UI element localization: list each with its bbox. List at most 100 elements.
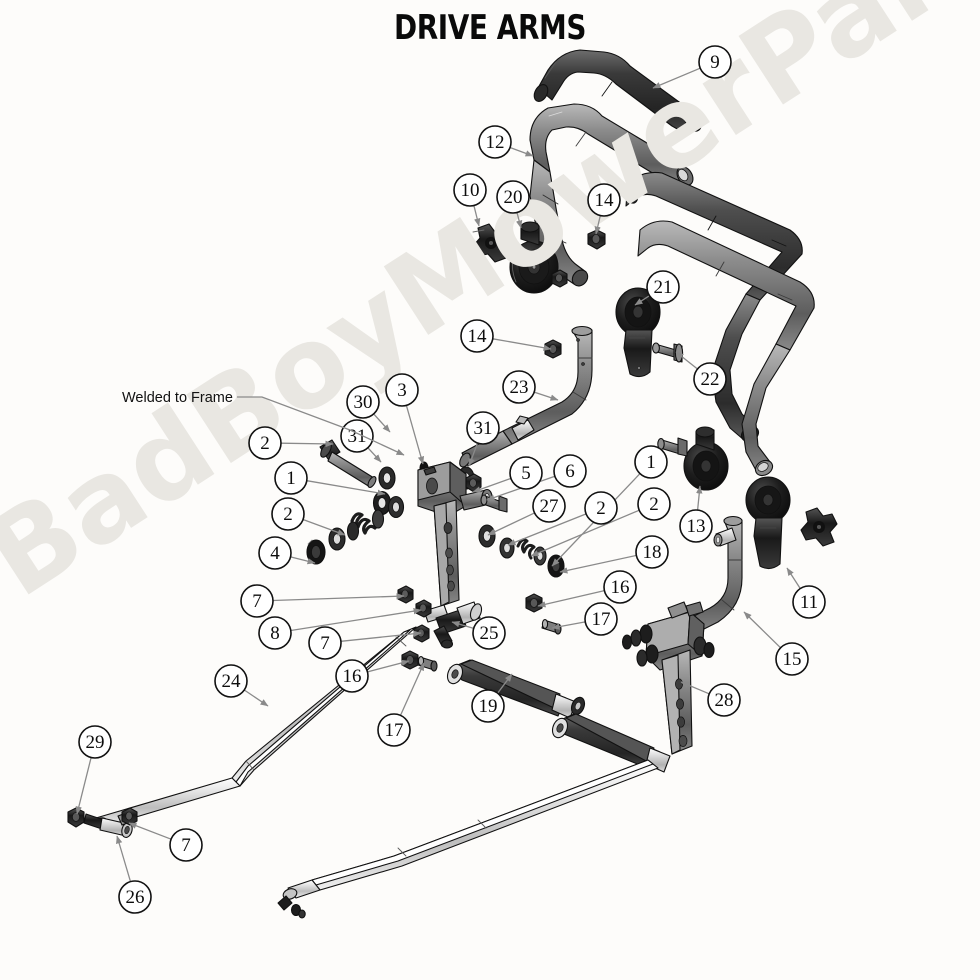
callout-number: 2 bbox=[283, 504, 293, 525]
callout-bubble-27[interactable]: 27 bbox=[532, 489, 566, 523]
callout-bubble-2[interactable]: 2 bbox=[271, 497, 305, 531]
welded-to-frame-leader bbox=[237, 396, 405, 456]
callout-number: 22 bbox=[701, 369, 720, 390]
callout-bubble-16[interactable]: 16 bbox=[603, 570, 637, 604]
callout-number: 17 bbox=[385, 720, 404, 741]
callout-circle bbox=[248, 426, 282, 460]
part-28-bracket bbox=[621, 601, 715, 755]
callout-bubble-8[interactable]: 8 bbox=[258, 616, 292, 650]
lower-long-rod bbox=[277, 759, 659, 919]
callout-bubble-2[interactable]: 2 bbox=[584, 491, 618, 525]
callout-leader-13 bbox=[696, 485, 703, 511]
callout-number: 13 bbox=[687, 516, 706, 537]
callout-leader-25 bbox=[451, 621, 474, 630]
callout-number: 20 bbox=[504, 187, 523, 208]
callout-bubble-15[interactable]: 15 bbox=[775, 642, 809, 676]
callout-leader-16 bbox=[537, 589, 605, 608]
callout-bubble-7[interactable]: 7 bbox=[240, 584, 274, 618]
callout-bubble-17[interactable]: 17 bbox=[377, 713, 411, 747]
callout-leader-17 bbox=[551, 621, 586, 630]
callout-number: 6 bbox=[565, 461, 575, 482]
callout-number: 10 bbox=[461, 180, 480, 201]
callout-number: 9 bbox=[710, 52, 720, 73]
callout-bubble-26[interactable]: 26 bbox=[118, 880, 152, 914]
callout-bubble-14[interactable]: 14 bbox=[460, 319, 494, 353]
callout-circle bbox=[271, 497, 305, 531]
cross-fitting-right bbox=[800, 507, 838, 547]
callout-bubble-16[interactable]: 16 bbox=[335, 659, 369, 693]
callout-bubble-23[interactable]: 23 bbox=[502, 370, 536, 404]
callout-bubble-29[interactable]: 29 bbox=[78, 725, 112, 759]
bracket-pivot-hardware bbox=[621, 601, 715, 667]
callout-leader-23 bbox=[533, 391, 559, 401]
part-14-locknut-a bbox=[587, 229, 606, 250]
callout-circle bbox=[471, 689, 505, 723]
callout-bubble-2[interactable]: 2 bbox=[248, 426, 282, 460]
callout-bubble-30[interactable]: 30 bbox=[346, 385, 380, 419]
callout-bubble-1[interactable]: 1 bbox=[274, 461, 308, 495]
callout-number: 15 bbox=[783, 649, 802, 670]
callout-circle bbox=[584, 602, 618, 636]
callout-bubble-19[interactable]: 19 bbox=[471, 689, 505, 723]
part-13-pulley bbox=[683, 426, 729, 491]
callout-number: 1 bbox=[286, 468, 296, 489]
callout-bubble-9[interactable]: 9 bbox=[698, 45, 732, 79]
callout-bubble-17[interactable]: 17 bbox=[584, 602, 618, 636]
part-11-rod-end bbox=[745, 476, 791, 570]
callout-bubble-10[interactable]: 10 bbox=[453, 173, 487, 207]
callout-leader-31 bbox=[367, 447, 382, 463]
callout-circle bbox=[496, 180, 530, 214]
drive-arm-tube-9 bbox=[533, 49, 702, 135]
callout-leader-31 bbox=[468, 442, 479, 467]
callout-leader-7 bbox=[340, 630, 422, 642]
callout-bubble-6[interactable]: 6 bbox=[553, 454, 587, 488]
callout-bubble-21[interactable]: 21 bbox=[646, 270, 680, 304]
callout-number: 4 bbox=[270, 543, 280, 564]
callout-bubble-5[interactable]: 5 bbox=[509, 456, 543, 490]
callout-number: 2 bbox=[260, 433, 270, 454]
callout-number: 7 bbox=[181, 835, 191, 856]
central-bracket-assembly bbox=[417, 461, 493, 607]
callout-circle bbox=[634, 445, 668, 479]
callout-number: 18 bbox=[643, 542, 662, 563]
callout-leader-28 bbox=[680, 681, 710, 695]
callout-bubble-31[interactable]: 31 bbox=[340, 419, 374, 453]
callout-bubble-3[interactable]: 3 bbox=[385, 373, 419, 407]
callout-leader-29 bbox=[75, 757, 92, 815]
callout-circle bbox=[478, 125, 512, 159]
callout-bubble-18[interactable]: 18 bbox=[635, 535, 669, 569]
bolt-near-13 bbox=[657, 437, 688, 457]
callout-bubble-4[interactable]: 4 bbox=[258, 536, 292, 570]
callout-bubble-2[interactable]: 2 bbox=[637, 487, 671, 521]
callout-bubble-20[interactable]: 20 bbox=[496, 180, 530, 214]
callout-leader-7 bbox=[128, 822, 172, 840]
callout-circle bbox=[637, 487, 671, 521]
callout-bubble-14[interactable]: 14 bbox=[587, 183, 621, 217]
callout-bubble-7[interactable]: 7 bbox=[169, 828, 203, 862]
callout-circle bbox=[385, 373, 419, 407]
part-10-cross-fitting bbox=[472, 223, 510, 263]
part-7-nut-left bbox=[121, 807, 138, 826]
callout-circle bbox=[240, 584, 274, 618]
callout-bubble-7[interactable]: 7 bbox=[308, 626, 342, 660]
callout-number: 2 bbox=[649, 494, 659, 515]
callout-leader-18 bbox=[559, 554, 637, 574]
callout-bubble-11[interactable]: 11 bbox=[792, 585, 826, 619]
callout-bubble-12[interactable]: 12 bbox=[478, 125, 512, 159]
callout-bubble-1[interactable]: 1 bbox=[634, 445, 668, 479]
callout-leader-8 bbox=[290, 608, 422, 632]
callout-leader-1 bbox=[306, 480, 386, 496]
callout-bubble-22[interactable]: 22 bbox=[693, 362, 727, 396]
callout-bubble-31[interactable]: 31 bbox=[466, 411, 500, 445]
callout-number: 12 bbox=[486, 132, 505, 153]
callout-circle bbox=[258, 536, 292, 570]
welded-to-frame-note: Welded to Frame bbox=[122, 390, 405, 456]
callout-bubble-24[interactable]: 24 bbox=[214, 664, 248, 698]
callout-circle bbox=[532, 489, 566, 523]
callout-bubble-13[interactable]: 13 bbox=[679, 509, 713, 543]
callout-leader-16 bbox=[367, 659, 410, 673]
callout-bubble-25[interactable]: 25 bbox=[472, 616, 506, 650]
callout-bubble-28[interactable]: 28 bbox=[707, 683, 741, 717]
